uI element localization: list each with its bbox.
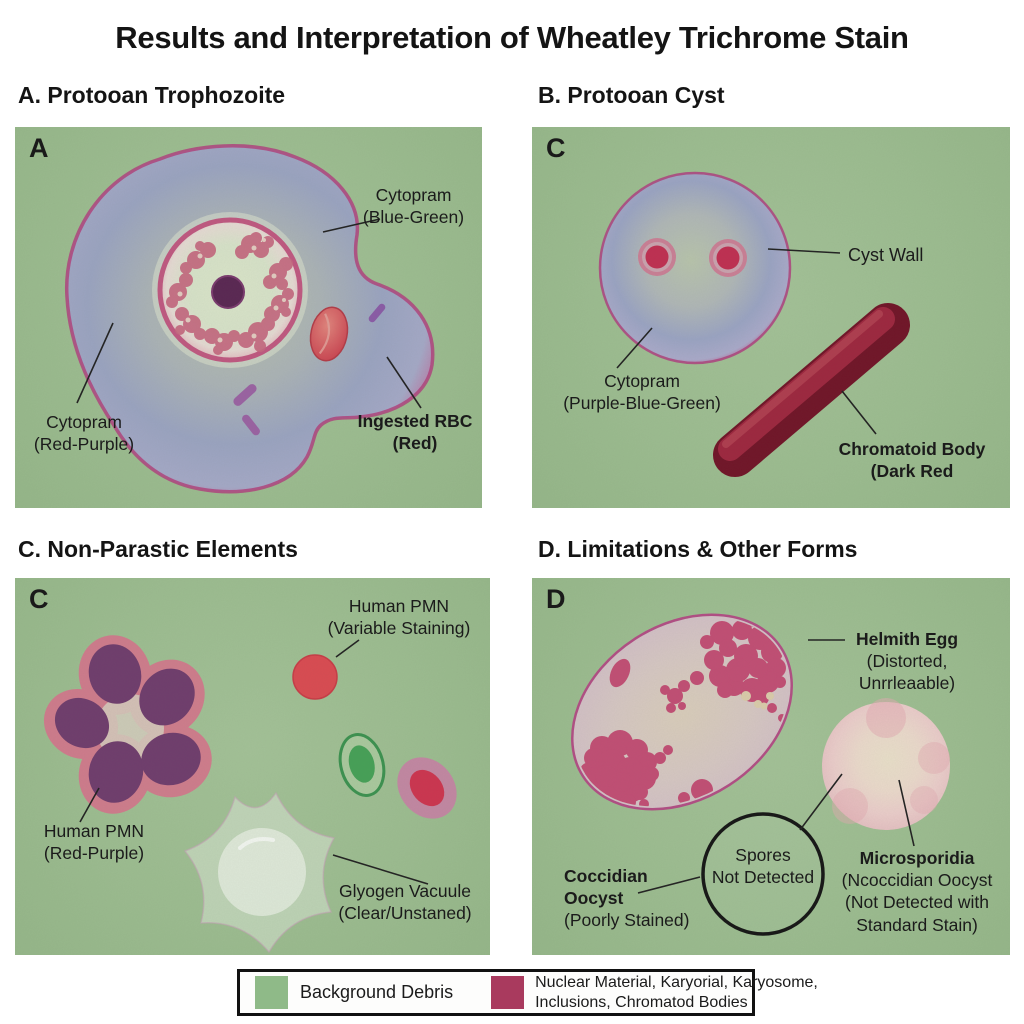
panel-letter-c: C: [29, 584, 49, 614]
noise-texture: [532, 127, 1010, 508]
legend-label-background-debris: Background Debris: [300, 982, 454, 1002]
panel-letter-d: D: [546, 584, 566, 614]
noise-texture: [15, 578, 490, 955]
section-heading-c: C. Non-Parastic Elements: [18, 536, 298, 562]
legend: Background Debris Nuclear Material, Kary…: [237, 969, 818, 1016]
legend-swatch-nuclear-material: [491, 976, 525, 1009]
label-microsporidia: Microsporidia (Ncoccidian Oocyst (Not De…: [841, 848, 993, 935]
section-heading-d: D. Limitations & Other Forms: [538, 536, 858, 562]
nonparasitic-illustration: [15, 578, 490, 955]
legend-label-nuclear-material: Nuclear Material, Karyorial, Karyosome, …: [535, 973, 818, 1011]
label-glycogen-vacuole: Glyogen Vacuule (Clear/Unstaned): [338, 881, 472, 924]
section-heading-a: A. Protooan Trophozoite: [18, 82, 286, 108]
page-title: Results and Interpretation of Wheatley T…: [115, 20, 909, 55]
label-cyst-wall: Cyst Wall: [848, 245, 924, 265]
limitations-illustration: [532, 578, 1010, 955]
label-pmn-variable: Human PMN (Variable Staining): [327, 596, 471, 639]
label-cytoplasm-blue-green: Cytopram (Blue-Green): [362, 185, 465, 228]
label-spores-not-detected: Spores Not Detected: [711, 845, 815, 888]
noise-texture: [532, 578, 1010, 955]
cyst-illustration: [532, 127, 1010, 508]
panel-trophozoite: A Cytopram (Blue-Green) Cytopram (Red-Pu…: [15, 127, 482, 508]
legend-swatch-background-debris: [255, 976, 288, 1009]
label-helminth-egg: Helmith Egg (Distorted, Unrrleaable): [855, 629, 959, 694]
label-coccidian-oocyst: Coccidian Oocyst (Poorly Stained): [564, 866, 690, 931]
label-pmn-red-purple: Human PMN (Red-Purple): [43, 821, 145, 864]
label-cyst-cytoplasm: Cytopram (Purple-Blue-Green): [563, 371, 721, 414]
panel-letter-b: C: [546, 133, 566, 163]
panel-nonparasitic: C Human PMN (Variable Staining) Human PM…: [15, 578, 490, 955]
panel-limitations: D Helmith Egg (Distorted, Unrrleaable) S…: [532, 578, 1010, 955]
panel-letter-a: A: [29, 133, 49, 163]
label-cytoplasm-red-purple: Cytopram (Red-Purple): [33, 412, 135, 455]
trophozoite-illustration: [15, 127, 482, 508]
panel-cyst: C Cyst Wall Cytopram (Purple-Blue-Green)…: [532, 127, 1010, 508]
label-ingested-rbc: Ingested RBC (Red): [357, 411, 473, 454]
label-chromatoid-body: Chromatoid Body (Dark Red: [838, 439, 986, 482]
noise-texture: [15, 127, 482, 508]
section-heading-b: B. Protooan Cyst: [538, 82, 725, 108]
